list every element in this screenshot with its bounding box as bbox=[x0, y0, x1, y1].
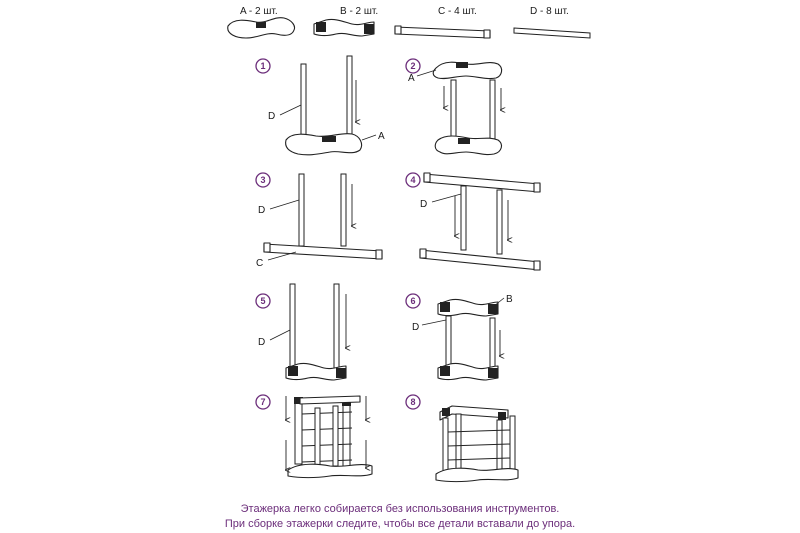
step-7-number: 7 bbox=[260, 397, 265, 407]
step-8: 8 bbox=[405, 394, 519, 483]
step-3: 3 D C bbox=[255, 172, 383, 269]
step-1-number: 1 bbox=[260, 61, 265, 71]
step-5-label-d: D bbox=[258, 337, 265, 348]
part-a-label: A - 2 шт. bbox=[240, 6, 278, 17]
part-d-label: D - 8 шт. bbox=[530, 6, 569, 17]
footer-line-1: Этажерка легко собирается без использова… bbox=[240, 503, 560, 515]
step-4: 4 D bbox=[405, 172, 541, 271]
part-c: C - 4 шт. bbox=[394, 6, 491, 39]
step-3-number: 3 bbox=[260, 175, 265, 185]
step-8-number: 8 bbox=[410, 397, 415, 407]
step-3-label-c: C bbox=[256, 258, 263, 269]
footer-line-2: При сборке этажерки следите, чтобы все д… bbox=[224, 518, 576, 530]
part-b: B - 2 шт. bbox=[313, 6, 378, 37]
step-6-label-b: B bbox=[506, 294, 513, 305]
part-c-label: C - 4 шт. bbox=[438, 6, 477, 17]
step-6-number: 6 bbox=[410, 296, 415, 306]
part-b-label: B - 2 шт. bbox=[340, 6, 378, 17]
step-4-label-d: D bbox=[420, 199, 427, 210]
step-6: 6 D B bbox=[405, 293, 513, 381]
part-d: D - 8 шт. bbox=[513, 6, 591, 39]
step-1-label-d: D bbox=[268, 111, 275, 122]
step-5: 5 D bbox=[255, 283, 346, 381]
step-3-label-d: D bbox=[258, 205, 265, 216]
step-2-number: 2 bbox=[410, 61, 415, 71]
step-7: 7 bbox=[255, 394, 373, 479]
step-2-label-a: A bbox=[408, 73, 415, 84]
step-2: 2 A bbox=[405, 58, 502, 156]
step-1: 1 D A bbox=[255, 55, 385, 156]
step-4-number: 4 bbox=[410, 175, 415, 185]
step-1-label-a: A bbox=[378, 131, 385, 142]
part-a: A - 2 шт. bbox=[227, 6, 296, 39]
step-6-label-d: D bbox=[412, 322, 419, 333]
step-5-number: 5 bbox=[260, 296, 265, 306]
